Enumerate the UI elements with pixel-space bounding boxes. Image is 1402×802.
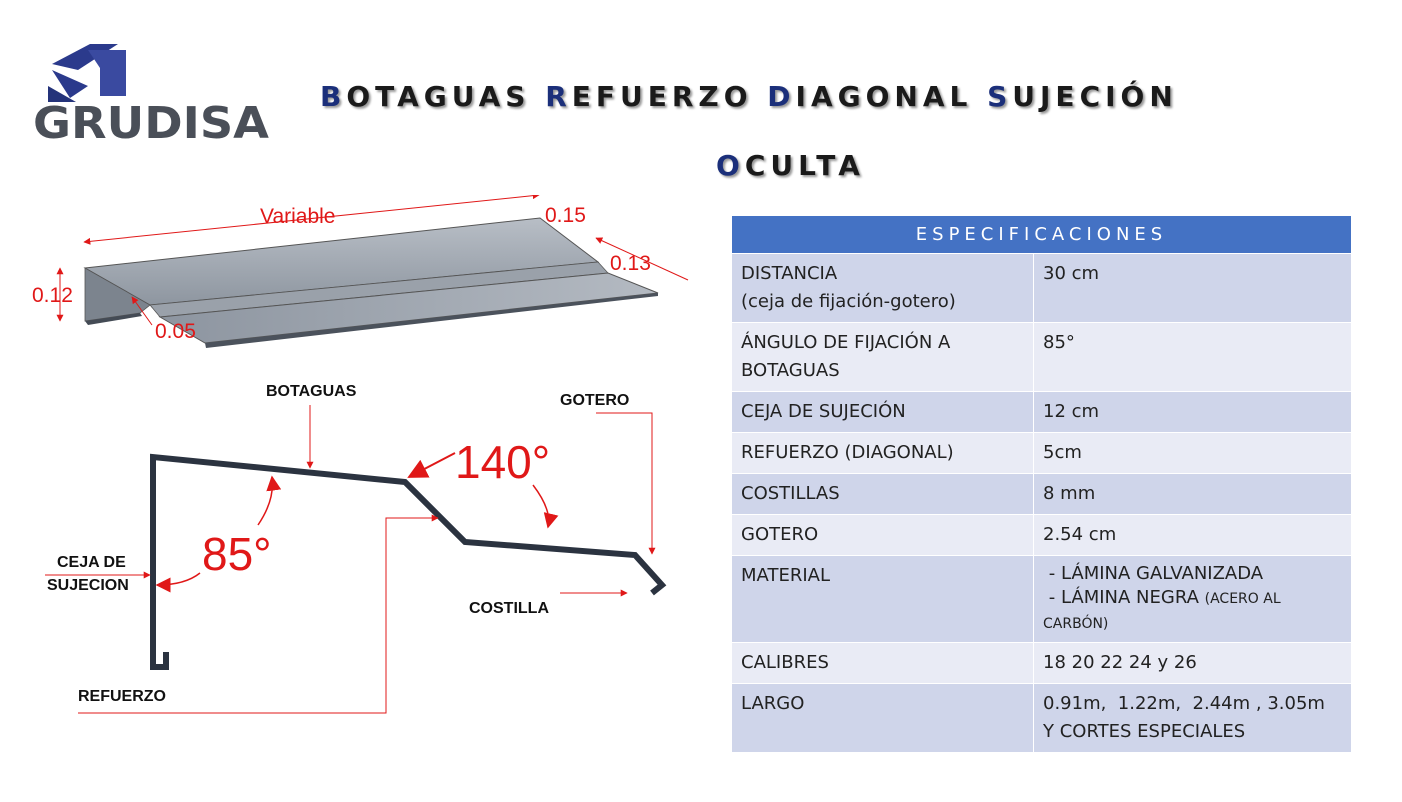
spec-value: 12 cm (1033, 391, 1352, 433)
arc-85 (257, 475, 282, 526)
spec-value: 18 20 22 24 y 26 (1033, 642, 1352, 684)
title-capital-letter: B (320, 80, 347, 113)
title-word-rest: UJECIÓN (1012, 80, 1178, 113)
angle-140: 140° (455, 436, 550, 488)
label-ceja-line1: CEJA DE (57, 554, 126, 571)
title-word-rest: CULTA (744, 149, 865, 182)
title-capital-letter: D (767, 80, 796, 113)
table-row: MATERIAL - LÁMINA GALVANIZADA - LÁMINA N… (731, 555, 1352, 643)
technical-drawing: Variable 0.15 0.13 0.12 0.05 BOTAGUAS GO… (32, 195, 689, 714)
page-title-line-1: BOTAGUAS REFUERZO DIAGONAL SUJECIÓN (320, 80, 1178, 113)
table-row: DISTANCIA(ceja de fijación-gotero) 30 cm (731, 253, 1352, 323)
table-row: CEJA DE SUJECIÓN 12 cm (731, 391, 1352, 433)
flashing-profile (150, 453, 667, 670)
angle-85: 85° (202, 528, 272, 580)
logo-mark-icon (48, 44, 126, 102)
label-botaguas: BOTAGUAS (266, 383, 357, 400)
spec-label: CEJA DE SUJECIÓN (731, 391, 1034, 433)
spec-label: GOTERO (731, 514, 1034, 556)
label-costilla: COSTILLA (469, 600, 549, 617)
spec-label: LARGO (731, 683, 1034, 753)
page-title-line-2: OCULTA (716, 149, 865, 182)
spec-label: REFUERZO (DIAGONAL) (731, 432, 1034, 474)
logo-text: GRUDISA (33, 98, 269, 149)
arc-85-lower (155, 572, 201, 593)
title-word-rest: OTAGUAS (346, 80, 546, 113)
spec-label: CALIBRES (731, 642, 1034, 684)
dim-015: 0.15 (545, 204, 586, 227)
label-gotero: GOTERO (560, 392, 629, 409)
dim-line-variable (83, 195, 540, 245)
dim-line-013 (595, 237, 689, 281)
dim-013: 0.13 (610, 252, 651, 275)
label-refuerzo: REFUERZO (78, 688, 166, 705)
specifications-header: ESPECIFICACIONES (731, 215, 1352, 254)
spec-value: 2.54 cm (1033, 514, 1352, 556)
leader-refuerzo (78, 514, 439, 714)
spec-value: 85° (1033, 322, 1352, 392)
arrow-140 (407, 452, 456, 478)
spec-value: 30 cm (1033, 253, 1352, 323)
label-ceja-line2: SUJECION (47, 577, 129, 594)
spec-label: COSTILLAS (731, 473, 1034, 515)
spec-value: 8 mm (1033, 473, 1352, 515)
dim-012: 0.12 (32, 284, 73, 307)
spec-label: MATERIAL (731, 555, 1034, 643)
table-row: COSTILLAS 8 mm (731, 473, 1352, 515)
spec-value: 5cm (1033, 432, 1352, 474)
dim-variable: Variable (260, 205, 336, 228)
dim-005: 0.05 (155, 320, 196, 343)
table-row: REFUERZO (DIAGONAL) 5cm (731, 432, 1352, 474)
spec-value: - LÁMINA GALVANIZADA - LÁMINA NEGRA (ACE… (1033, 555, 1352, 643)
leader-gotero (596, 412, 656, 555)
table-row: CALIBRES 18 20 22 24 y 26 (731, 642, 1352, 684)
table-row: GOTERO 2.54 cm (731, 514, 1352, 556)
title-word-rest: IAGONAL (795, 80, 988, 113)
title-capital-letter: S (987, 80, 1013, 113)
title-capital-letter: O (716, 149, 745, 182)
grudisa-logo: GRUDISA (33, 44, 269, 149)
title-capital-letter: R (545, 80, 572, 113)
arc-140 (532, 484, 559, 529)
spec-label: DISTANCIA(ceja de fijación-gotero) (731, 253, 1034, 323)
specifications-table: ESPECIFICACIONES DISTANCIA(ceja de fijac… (731, 215, 1352, 753)
dim-line-005 (131, 296, 153, 326)
title-word-rest: EFUERZO (571, 80, 768, 113)
